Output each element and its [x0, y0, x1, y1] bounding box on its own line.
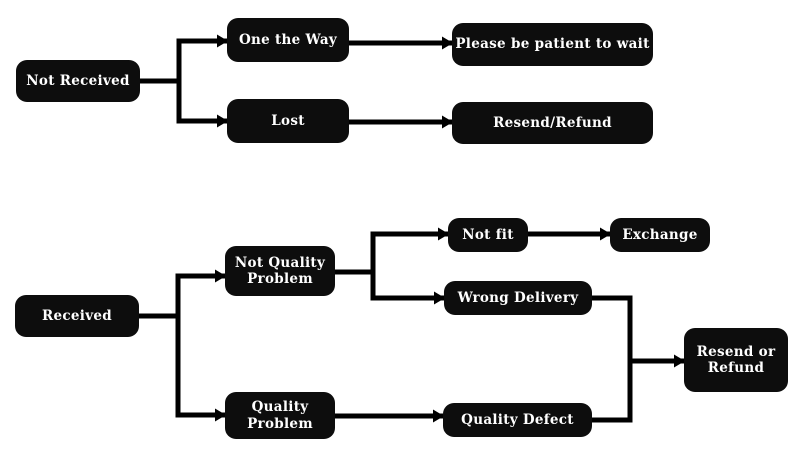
- flow-node-label: Refund: [707, 360, 765, 376]
- flow-node-not-received: Not Received: [16, 60, 140, 102]
- flow-node-label: Received: [41, 307, 113, 324]
- flow-node-received: Received: [15, 295, 139, 337]
- flow-node-label: One the Way: [238, 31, 338, 48]
- flow-edge-wrong-delivery-to-quality-defect: [592, 295, 633, 423]
- flow-node-label: Resend or: [696, 343, 776, 360]
- flow-node-label: Problem: [247, 415, 313, 432]
- flow-node-label: Lost: [271, 112, 305, 129]
- flow-edge-received-to-quality-problem: [175, 316, 226, 422]
- flow-node-quality-defect: Quality Defect: [443, 403, 592, 437]
- flow-node-label: Quality Defect: [461, 411, 574, 428]
- flow-node-exchange: Exchange: [610, 218, 710, 252]
- flow-node-label: Not Received: [26, 72, 130, 89]
- flow-node-wrong-delivery: Wrong Delivery: [444, 281, 592, 315]
- flow-node-label: Exchange: [622, 226, 698, 243]
- flow-node-label: Quality: [251, 399, 309, 416]
- flow-node-not-fit: Not fit: [448, 218, 528, 252]
- flow-node-label: Wrong Delivery: [457, 289, 579, 306]
- flow-node-one-the-way: One the Way: [227, 18, 349, 62]
- flow-edge-received-to-not-quality-problem: [139, 269, 226, 319]
- flow-edge-not-received-to-lost: [176, 81, 228, 128]
- flow-edge-not-received-to-one-the-way: [140, 34, 228, 84]
- flow-node-please-be-patient: Please be patient to wait: [452, 23, 653, 66]
- flow-node-resend-slash-refund: Resend/Refund: [452, 102, 653, 144]
- flow-node-label: Not fit: [462, 226, 514, 243]
- flow-node-label: Not Quality: [234, 254, 326, 271]
- flow-node-label: Problem: [247, 271, 313, 287]
- flow-edge-not-quality-problem-to-wrong-delivery: [370, 272, 445, 305]
- flow-edge-not-quality-problem-to-not-fit: [335, 227, 449, 275]
- flow-node-label: Please be patient to wait: [455, 36, 650, 53]
- flow-node-lost: Lost: [227, 99, 349, 143]
- flow-node-label: Resend/Refund: [493, 114, 612, 131]
